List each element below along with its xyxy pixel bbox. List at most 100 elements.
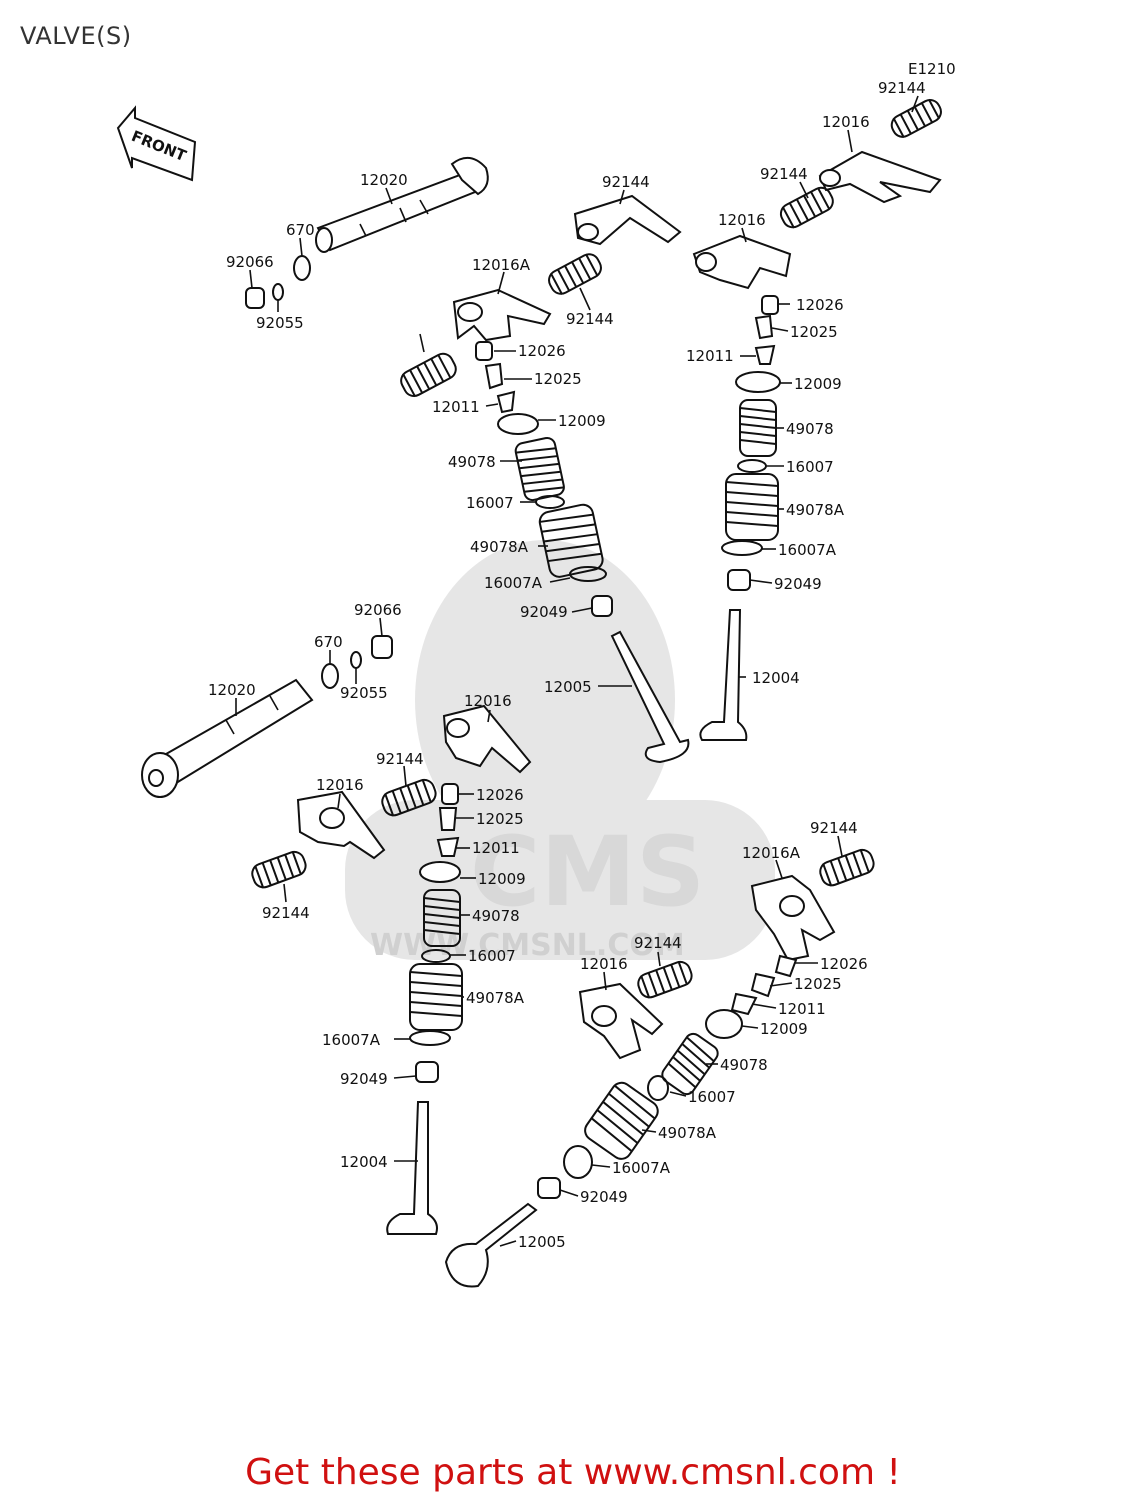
callout-label: 92144 <box>810 819 858 837</box>
adjuster-12025-b <box>754 314 774 340</box>
valve-12005-lower <box>444 1202 538 1288</box>
small-ring-upper <box>272 283 284 301</box>
callout-label: 16007 <box>786 458 834 476</box>
diagram-code: E1210 <box>908 60 956 78</box>
retainer-12009-c <box>419 861 461 883</box>
callout-label: 12016A <box>742 844 801 862</box>
callout-label: 16007 <box>688 1088 736 1106</box>
spring-92144-b <box>779 186 834 229</box>
callout-label: 16007A <box>778 541 837 559</box>
spring-49078A-d <box>584 1081 659 1160</box>
spring-92144-h <box>637 960 693 999</box>
valve-12004-upper <box>699 609 748 741</box>
callout-label: 12005 <box>544 678 592 696</box>
callout-label: 49078A <box>658 1124 717 1142</box>
spring-49078-c <box>423 889 461 947</box>
callout-label: 12011 <box>778 1000 826 1018</box>
adjuster-12026-b <box>761 295 779 315</box>
seat-16007-a <box>535 495 565 509</box>
callout-label: 92055 <box>256 314 304 332</box>
callout-label: 12025 <box>794 975 842 993</box>
callout-label: 92055 <box>340 684 388 702</box>
callout-label: 12011 <box>472 839 520 857</box>
callout-label: 49078A <box>466 989 525 1007</box>
cotter-12011-b <box>754 344 776 365</box>
callout-label: 12016 <box>580 955 628 973</box>
cap-lower <box>371 635 393 659</box>
cmsnl-link[interactable]: www.cmsnl.com <box>583 1452 876 1493</box>
callout-label: 12026 <box>476 786 524 804</box>
callout-label: 670 <box>286 221 315 239</box>
callout-label: 12016A <box>472 256 531 274</box>
callout-label: 16007 <box>466 494 514 512</box>
spring-92144-e <box>381 778 437 817</box>
callout-label: 49078 <box>448 453 496 471</box>
callout-label: 49078A <box>470 538 529 556</box>
callout-labels: 92144 12016 92144 12016 12020 670 92066 … <box>208 79 926 1251</box>
callout-label: 49078 <box>472 907 520 925</box>
adjuster-12026-c <box>441 783 459 805</box>
o-ring-upper <box>293 255 311 281</box>
callout-label: 12025 <box>534 370 582 388</box>
retainer-12009-b <box>735 371 781 393</box>
rocker-arm-12016A-upper <box>452 288 552 342</box>
callout-label: 12005 <box>518 1233 566 1251</box>
retainer-12009-d <box>705 1009 743 1039</box>
seal-92049-d <box>537 1177 561 1199</box>
spring-92144-f <box>251 850 307 889</box>
footer-suffix: ! <box>875 1452 901 1493</box>
small-ring-lower <box>350 651 362 669</box>
callout-label: 12009 <box>794 375 842 393</box>
footer-text: Get these parts at <box>245 1452 584 1493</box>
front-arrow-icon: FRONT <box>116 105 197 182</box>
callout-label: 92049 <box>580 1188 628 1206</box>
spring-92144-g <box>819 848 875 887</box>
callout-label: 12004 <box>340 1153 388 1171</box>
seat-16007A-c <box>409 1030 451 1046</box>
callout-label: 92144 <box>376 750 424 768</box>
seat-16007A-d <box>563 1145 593 1179</box>
o-ring-lower <box>321 663 339 689</box>
adjuster-12025-d <box>750 972 776 998</box>
seat-16007-b <box>737 459 767 473</box>
callout-label: 12016 <box>718 211 766 229</box>
callout-label: 12009 <box>760 1020 808 1038</box>
callout-label: 92049 <box>340 1070 388 1088</box>
adjuster-12025-a <box>484 362 504 390</box>
valve-12004-lower <box>386 1101 438 1235</box>
seal-92049-c <box>415 1061 439 1083</box>
cap-upper <box>245 287 265 309</box>
callout-label: 16007A <box>322 1031 381 1049</box>
callout-label: 92066 <box>226 253 274 271</box>
seal-92049-b <box>727 569 751 591</box>
spring-49078A-c <box>409 963 463 1031</box>
callout-label: 92144 <box>760 165 808 183</box>
callout-label: 12020 <box>208 681 256 699</box>
rocker-shaft-lower <box>141 678 314 798</box>
callout-label: 12016 <box>464 692 512 710</box>
rocker-shaft-upper <box>315 157 489 253</box>
spring-92144-d <box>400 352 457 398</box>
rocker-arm-12016-right <box>692 234 792 290</box>
seat-16007-d <box>647 1075 669 1101</box>
seal-92049-a <box>591 595 613 617</box>
adjuster-12026-a <box>475 341 493 361</box>
spring-49078-d <box>661 1032 719 1096</box>
rocker-arm-12016-lower-mid <box>578 982 664 1060</box>
seat-16007A-b <box>721 540 763 556</box>
adjuster-12026-d <box>774 954 798 978</box>
callout-label: 92144 <box>634 934 682 952</box>
seat-16007A-a <box>569 566 607 582</box>
callout-label: 12016 <box>822 113 870 131</box>
callout-label: 92066 <box>354 601 402 619</box>
callout-label: 12016 <box>316 776 364 794</box>
callout-label: 12011 <box>432 398 480 416</box>
callout-label: 49078 <box>720 1056 768 1074</box>
callout-label: 92049 <box>520 603 568 621</box>
spring-49078-b <box>739 399 777 457</box>
callout-label: 12026 <box>518 342 566 360</box>
callout-label: 12009 <box>558 412 606 430</box>
callout-label: 12020 <box>360 171 408 189</box>
cotter-12011-c <box>436 836 460 857</box>
